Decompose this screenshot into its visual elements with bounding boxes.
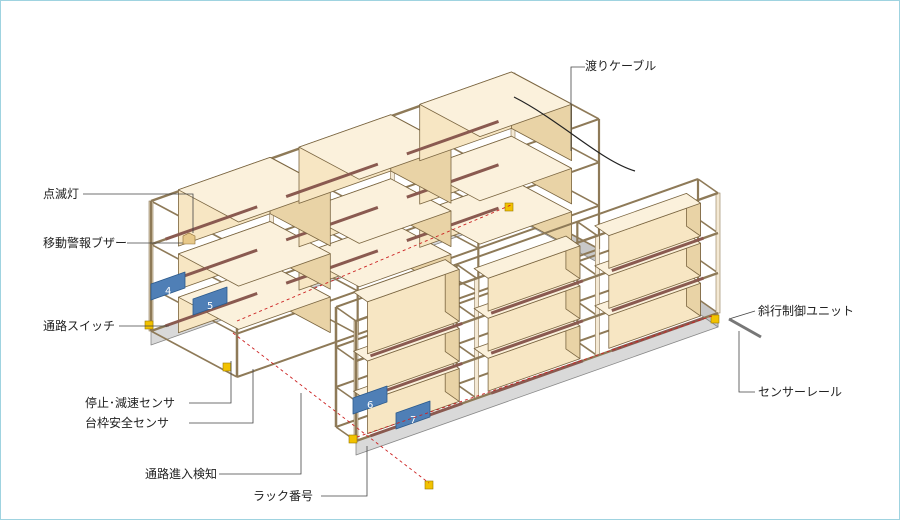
upright-front-post (715, 192, 721, 314)
rack-number-sign (150, 271, 186, 301)
corner-block (222, 362, 232, 372)
upright-front-post (474, 278, 479, 399)
blinker-light (182, 232, 196, 245)
label-leader-line (321, 446, 368, 497)
label-leader-line (738, 331, 755, 393)
pallet-board (285, 162, 379, 198)
label-rack-number: ラック番号 (253, 489, 314, 503)
label-aisle-entry-detect: 通路進入検知 (145, 467, 218, 481)
pallet-board (490, 279, 584, 315)
cross-beam (456, 343, 478, 359)
pallet-board (285, 249, 379, 285)
box-top-face (473, 235, 581, 279)
cross-beam (697, 258, 719, 274)
label-flashing-light: 点滅灯 (43, 187, 80, 201)
rack-number-sign (395, 400, 431, 430)
box-top-face (419, 135, 572, 202)
pallet-board (611, 236, 705, 272)
sensor-rail-line (728, 317, 762, 339)
rack-number-sign (192, 286, 228, 316)
label-leader-line (83, 193, 194, 233)
leader-lines (83, 66, 756, 497)
pallet-board (164, 205, 258, 241)
corner-block (144, 320, 154, 330)
sensor-beam-line (236, 204, 512, 322)
label-control-unit: 斜行制御ユニット (758, 304, 855, 318)
rack-number-sign (352, 385, 388, 415)
rack-number-text: 7 (410, 415, 416, 426)
upright-front-post (595, 235, 600, 356)
rack-unit-back: 45 (148, 71, 601, 378)
label-sensor-rail: センサーレール (758, 385, 843, 399)
label-leader-line (570, 66, 585, 151)
cardboard-box (594, 192, 701, 269)
label-stop-decel-sensor: 停止･減速センサ (85, 396, 176, 410)
pallet-board (406, 120, 500, 156)
aisle-detect-line (232, 332, 430, 484)
label-leader-line (189, 369, 254, 424)
cross-beam (576, 221, 598, 237)
label-leader-line (728, 310, 756, 320)
cross-beam (697, 298, 719, 314)
cross-beam (456, 263, 478, 279)
box-top-face (594, 192, 701, 237)
corner-block (710, 314, 720, 324)
corner-block (504, 202, 514, 212)
pallet-board (369, 322, 463, 358)
cross-beam (335, 306, 357, 322)
pallet-board (611, 316, 705, 352)
cross-beam (576, 341, 598, 357)
box-top-face (353, 259, 460, 303)
rack-unit-front: 67 (144, 178, 721, 490)
cross-beam (335, 346, 357, 362)
cardboard-box (473, 235, 581, 312)
rack-number-text: 5 (207, 301, 213, 312)
cross-beam (697, 178, 719, 194)
cross-beam (150, 330, 238, 378)
pallet-board (164, 292, 258, 328)
label-leader-line (219, 393, 302, 475)
crossover-cable (513, 96, 636, 172)
label-leader-line (189, 361, 232, 404)
corner-block (348, 434, 358, 444)
rack-number-text: 4 (165, 286, 171, 297)
pallet-board (285, 206, 379, 242)
pallet-board (490, 359, 584, 395)
pallet-board (490, 319, 584, 355)
cardboard-box (353, 259, 460, 355)
corner-block (424, 480, 434, 490)
rack-number-signs: 45 (150, 271, 228, 316)
cross-beam (456, 383, 478, 399)
cross-beam (576, 261, 598, 277)
label-crossover-cable: 渡りケーブル (585, 59, 657, 73)
box-top-face (419, 71, 572, 138)
label-frame-safety-sensor: 台枠安全センサ (85, 416, 170, 430)
cross-beam (697, 218, 719, 234)
rack-number-text: 6 (367, 400, 373, 411)
cross-beam (456, 303, 478, 319)
label-movement-buzzer: 移動警報ブザー (43, 236, 128, 250)
pallet-board (611, 276, 705, 312)
cardboard-box (419, 71, 572, 162)
label-aisle-switch: 通路スイッチ (43, 319, 116, 333)
cross-beam (576, 301, 598, 317)
pallet-board (406, 163, 500, 199)
pallet-board (406, 206, 500, 242)
